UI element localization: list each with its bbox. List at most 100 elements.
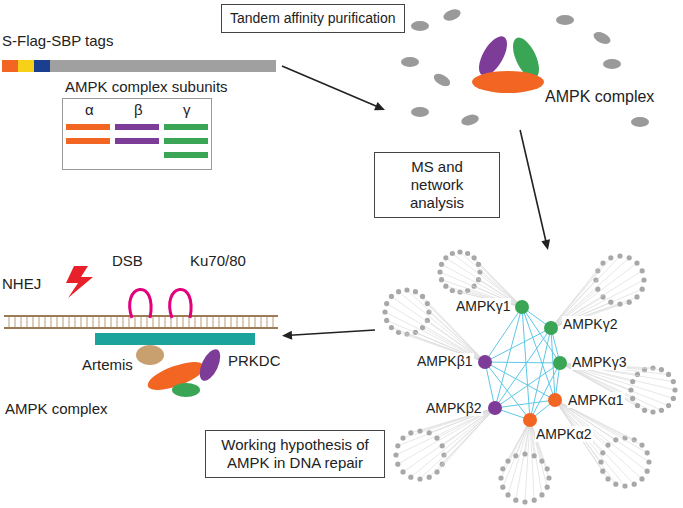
contaminant xyxy=(556,15,574,25)
cluster-node xyxy=(650,409,655,414)
cluster-node xyxy=(465,251,470,256)
gamma-bar xyxy=(164,124,208,130)
cluster-node xyxy=(400,435,405,440)
core-link xyxy=(485,328,551,362)
arrow-line xyxy=(520,130,546,242)
process-box: Tandem affinity purification xyxy=(221,4,405,33)
core-link xyxy=(485,307,522,362)
core-link xyxy=(485,362,495,408)
network-clusters xyxy=(382,249,677,504)
cluster-node xyxy=(608,300,613,305)
cluster-node xyxy=(640,268,645,273)
cluster-node xyxy=(425,301,430,306)
cluster-node xyxy=(443,284,448,289)
contaminant xyxy=(442,7,462,23)
label: AMPKβ2 xyxy=(425,400,483,416)
cluster-node xyxy=(608,255,613,260)
cluster-node xyxy=(505,458,510,463)
cluster-node xyxy=(671,379,676,384)
label: Ku70/80 xyxy=(190,252,246,269)
cluster-node xyxy=(500,485,505,490)
label: AMPKγ2 xyxy=(562,316,618,332)
cluster-link xyxy=(560,363,661,410)
cluster-node xyxy=(417,428,422,433)
label: S-Flag-SBP tags xyxy=(2,32,113,49)
cluster-node xyxy=(477,269,482,274)
cluster-node xyxy=(417,476,422,481)
cluster-node xyxy=(545,466,550,471)
flow-arrow xyxy=(282,66,385,110)
core-link xyxy=(485,362,560,363)
core-link xyxy=(485,362,530,420)
cluster-node xyxy=(645,450,650,455)
core-node xyxy=(553,356,567,370)
cluster-node xyxy=(440,443,445,448)
dna-strand xyxy=(4,315,278,317)
cluster-link xyxy=(503,420,530,469)
label: AMPKα1 xyxy=(567,392,625,408)
cluster-node xyxy=(635,403,640,408)
cluster-node xyxy=(613,437,618,442)
cluster-node xyxy=(593,277,598,282)
cluster-node xyxy=(641,277,646,282)
cluster-node xyxy=(396,289,401,294)
gamma-bar xyxy=(164,138,208,144)
cluster-node xyxy=(622,483,627,488)
contaminant xyxy=(411,21,429,31)
dna-repair-illustration xyxy=(4,266,278,397)
dna-strand xyxy=(4,327,278,329)
cluster-node xyxy=(600,469,605,474)
cluster-node xyxy=(671,396,676,401)
cluster-node xyxy=(513,498,518,503)
cluster-node xyxy=(640,287,645,292)
contaminant xyxy=(460,113,480,127)
label: α xyxy=(85,101,94,118)
contaminant xyxy=(411,107,429,117)
cluster-link xyxy=(555,400,625,486)
cluster-node xyxy=(450,251,455,256)
cluster-node xyxy=(617,301,622,306)
gamma-bar xyxy=(164,152,208,158)
lightning xyxy=(66,266,93,298)
subunit-bars xyxy=(66,124,208,158)
core-link xyxy=(485,362,555,400)
alpha-bar xyxy=(66,138,110,144)
contaminant xyxy=(631,117,649,127)
cluster-node xyxy=(628,387,633,392)
cluster-node xyxy=(393,452,398,457)
label: AMPK complex subunits xyxy=(65,78,228,95)
core-node xyxy=(548,393,562,407)
label: AMPKγ3 xyxy=(571,354,627,370)
dna-repair-model: NHEJDSBKu70/80PRKDCArtemisAMPK complex xyxy=(0,250,282,425)
cluster-node xyxy=(532,453,537,458)
ampk-beta xyxy=(196,346,225,384)
flow-arrow xyxy=(520,130,550,250)
cluster-node xyxy=(500,466,505,471)
cluster-node xyxy=(472,284,477,289)
cluster-node xyxy=(404,287,409,292)
ku-loop xyxy=(170,289,191,318)
protein-bar xyxy=(50,60,276,72)
contaminant xyxy=(401,57,419,67)
label: PRKDC xyxy=(228,352,281,369)
contaminant xyxy=(592,30,613,47)
cluster-node xyxy=(396,330,401,335)
cluster-node xyxy=(472,255,477,260)
cluster-node xyxy=(382,309,387,314)
alpha-bar xyxy=(66,124,110,130)
cluster-node xyxy=(434,469,439,474)
core-node xyxy=(478,355,492,369)
cluster-node xyxy=(413,289,418,294)
label: Artemis xyxy=(82,356,133,373)
label: DSB xyxy=(112,252,143,269)
cluster-node xyxy=(395,443,400,448)
cluster-node xyxy=(598,459,603,464)
cluster-node xyxy=(427,430,432,435)
cluster-node xyxy=(646,459,651,464)
cluster-link xyxy=(420,408,495,479)
cluster-node xyxy=(443,255,448,260)
subunit-box: AMPK complex subunitsαβγ xyxy=(62,98,212,170)
cluster-node xyxy=(639,442,644,447)
label: β xyxy=(134,101,143,118)
